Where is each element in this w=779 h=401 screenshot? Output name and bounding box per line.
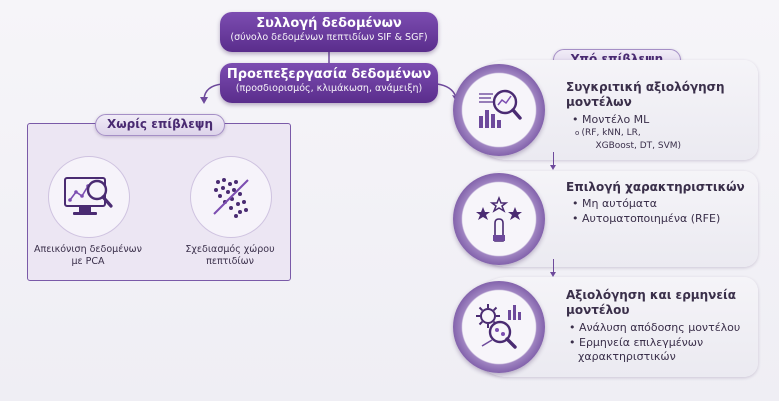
data-collection-title: Συλλογή δεδομένων [256,16,402,31]
monitor-magnifier-icon [48,156,130,238]
step2-to-step3-arrow [550,259,556,277]
unsupervised-label: Χωρίς επίβλεψη [95,114,225,136]
feature-interpretation-cont: χαρακτηριστικών [578,350,676,363]
model-evaluation-title: Αξιολόγηση και ερμηνεία μοντέλου [566,288,736,317]
hand-stars-icon [453,173,545,265]
performance-analysis-item: Ανάλυση απόδοσης μοντέλου [569,321,740,334]
chart-magnifier-icon [453,64,545,156]
ml-model-item: Μοντέλο ML [572,113,649,126]
feature-interpretation-item: Ερμηνεία επιλεγμένων [569,336,703,349]
data-collection-subtitle: (σύνολο δεδομένων πεπτιδίων SIF & SGF) [230,32,428,43]
preproc-to-unsupervised-arrowhead [200,97,208,104]
model-comparison-title: Συγκριτική αξιολόγηση μοντέλων [566,80,725,109]
data-collection-box: Συλλογή δεδομένων (σύνολο δεδομένων πεπτ… [220,12,438,52]
step1-to-step2-arrow [550,152,556,170]
pca-visualization-label: Απεικόνιση δεδομένων με PCA [34,244,142,267]
model-list-line2: XGBoost, DT, SVM) [595,141,681,151]
automated-rfe-item: Αυτοματοποιημένα (RFE) [572,212,720,225]
preprocessing-subtitle: (προσδιορισμός, κλιμάκωση, ανάμειξη) [235,83,423,94]
feature-selection-title: Επιλογή χαρακτηριστικών [566,180,745,194]
peptide-space-label: Σχεδιασμός χώρου πεπτιδίων [185,244,275,267]
preprocessing-box: Προεπεξεργασία δεδομένων (προσδιορισμός,… [220,63,438,103]
manual-item: Μη αυτόματα [572,197,657,210]
model-list-line1: o (RF, kNN, LR, [575,128,641,138]
preproc-to-unsupervised-arrow [203,83,223,100]
scatter-plot-icon [190,156,272,238]
preprocessing-title: Προεπεξεργασία δεδομένων [226,67,432,82]
gear-magnifier-icon [453,281,545,373]
preproc-to-supervised-arrow [436,83,457,98]
